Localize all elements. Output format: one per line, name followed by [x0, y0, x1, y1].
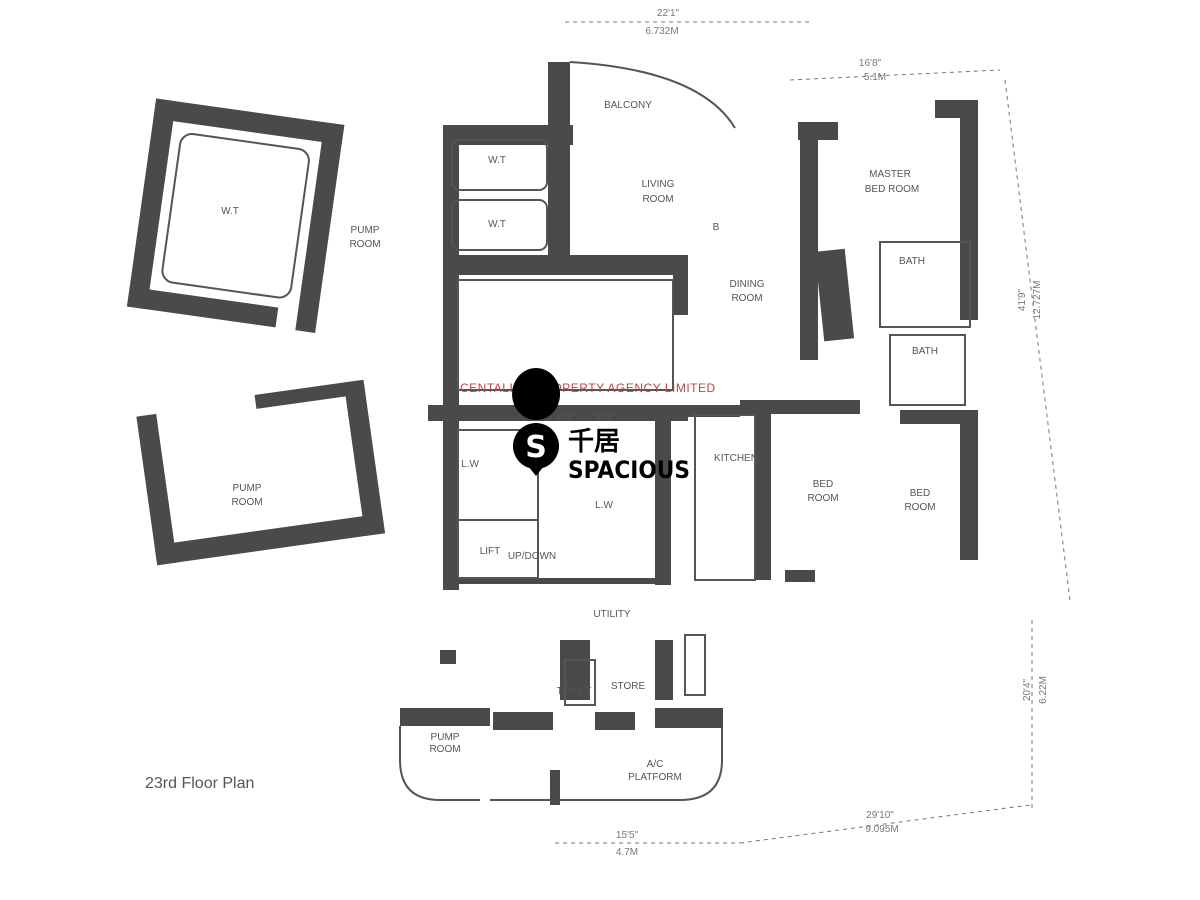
- label-lift: LIFT: [480, 546, 501, 557]
- plan-title: 23rd Floor Plan: [145, 775, 254, 792]
- label-updown: UP/DOWN: [508, 551, 556, 562]
- water-tank-block: [126, 98, 345, 333]
- label-mr-2: M.R: [596, 412, 614, 423]
- label-master-2: BED ROOM: [865, 184, 919, 195]
- dim-right-ft: 41'9": [1017, 288, 1028, 311]
- label-dining: DINING: [730, 279, 765, 290]
- dim-top-m: 6.732M: [645, 26, 678, 37]
- balcony-outline: [569, 61, 736, 129]
- label-bed-1: BED: [813, 479, 834, 490]
- label-lw-1: L.W: [461, 459, 479, 470]
- label-bed-1-2: ROOM: [807, 493, 838, 504]
- label-store: STORE: [611, 681, 646, 692]
- brand-en: SPACIOUS: [568, 456, 690, 484]
- dim-lower-right-m: 6.22M: [1038, 676, 1049, 704]
- label-lw-2: L.W: [595, 500, 613, 511]
- label-wt-1: W.T: [488, 155, 506, 166]
- label-bath-1: BATH: [899, 256, 925, 267]
- label-pump-room-bottom: PUMP: [431, 732, 460, 743]
- dim-top-ft: 22'1": [657, 8, 680, 19]
- label-master: MASTER: [869, 169, 911, 180]
- label-b: B: [713, 222, 720, 233]
- brand-cn: 千居: [568, 427, 620, 457]
- dim-bottom-right-m: 9.095M: [865, 824, 898, 835]
- label-toilet: TOILET: [557, 686, 592, 697]
- label-dining-2: ROOM: [731, 293, 762, 304]
- central-core-walls: [428, 62, 688, 590]
- label-mr-1: M.R: [556, 412, 574, 423]
- label-pump-room-left: PUMP: [233, 483, 262, 494]
- label-bed-2: BED: [910, 488, 931, 499]
- label-ac: A/C: [647, 759, 664, 770]
- dim-upper-right-m: 5.1M: [864, 72, 886, 83]
- pump-room-left-block: [136, 379, 386, 566]
- spacious-logo: S 千居 SPACIOUS: [512, 368, 690, 484]
- label-pump-room-top: PUMP: [351, 225, 380, 236]
- lower-section-walls: [399, 634, 723, 805]
- label-pump-room-top-2: ROOM: [349, 239, 380, 250]
- logo-badge-icon: [513, 423, 559, 469]
- label-ac-2: PLATFORM: [628, 772, 682, 783]
- dim-bottom-m: 4.7M: [616, 847, 638, 858]
- label-balcony: BALCONY: [604, 100, 652, 111]
- label-utility: UTILITY: [593, 609, 631, 620]
- label-wt-2: W.T: [488, 219, 506, 230]
- label-pump-room-bottom-2: ROOM: [429, 744, 460, 755]
- agency-watermark: CENTALINE PROPERTY AGENCY LIMITED: [460, 381, 716, 395]
- label-pump-room-left-2: ROOM: [231, 497, 262, 508]
- label-kitchen: KITCHEN: [714, 453, 758, 464]
- dim-bottom-ft: 15'5": [616, 830, 639, 841]
- label-wt-left: W.T: [221, 206, 239, 217]
- dimension-lines: [555, 21, 1071, 844]
- label-bath-2: BATH: [912, 346, 938, 357]
- dim-right-m: 12.727M: [1032, 281, 1043, 320]
- dim-upper-right-ft: 16'8": [859, 58, 882, 69]
- dim-bottom-right-ft: 29'10": [866, 810, 894, 821]
- svg-text:S: S: [525, 430, 547, 465]
- room-labels: BALCONY W.T W.T W.T PUMP ROOM LIVING ROO…: [221, 100, 938, 783]
- dim-lower-right-ft: 20'4": [1022, 678, 1033, 701]
- label-bed-2-2: ROOM: [904, 502, 935, 513]
- right-wing-walls: [670, 100, 978, 582]
- label-living-2: ROOM: [642, 194, 673, 205]
- label-living: LIVING: [642, 179, 675, 190]
